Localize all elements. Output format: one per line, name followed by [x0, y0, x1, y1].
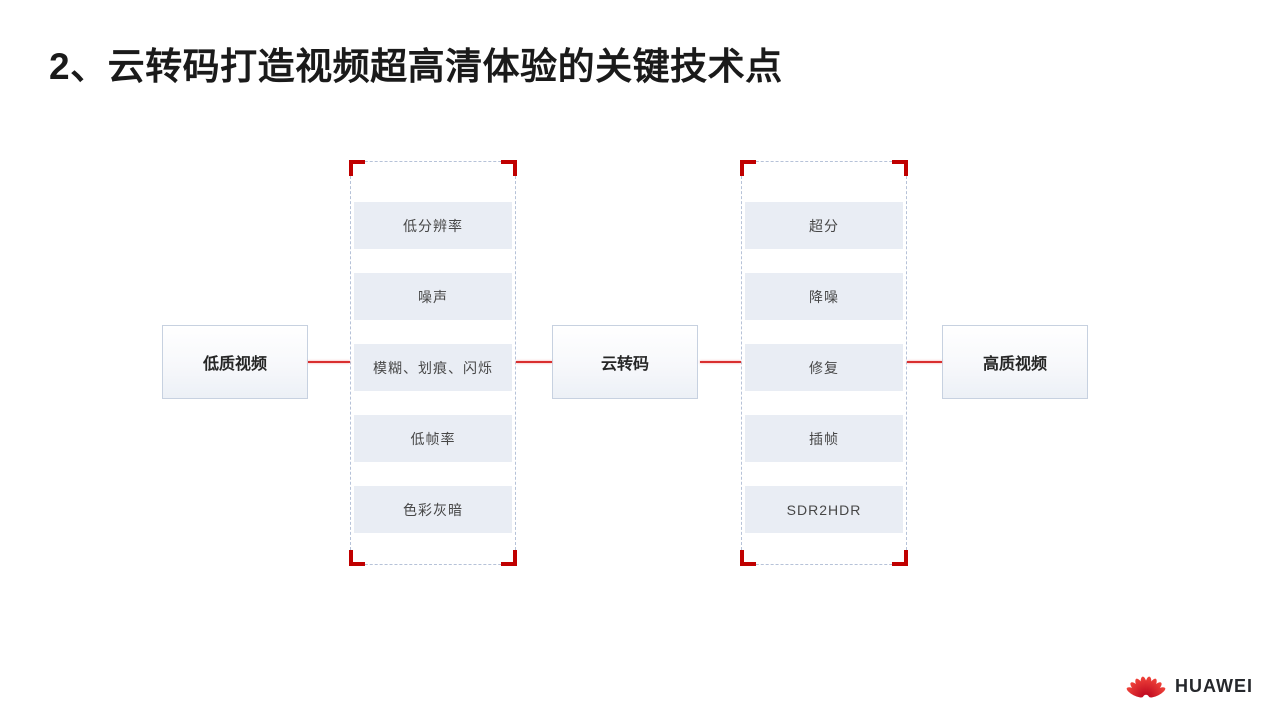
- corner-bracket-bottom-left-icon: [349, 550, 365, 566]
- capability-item: 修复: [745, 344, 903, 391]
- transcode-process-label: 云转码: [600, 356, 649, 373]
- capability-item: 插帧: [745, 415, 903, 462]
- problems-panel: 低分辨率 噪声 模糊、划痕、闪烁 低帧率 色彩灰暗: [349, 160, 517, 566]
- huawei-logo: HUAWEI: [1126, 671, 1253, 701]
- problem-item: 低分辨率: [354, 202, 512, 249]
- capabilities-panel: 超分 降噪 修复 插帧 SDR2HDR: [740, 160, 908, 566]
- connector-line: [308, 361, 350, 363]
- connector-line: [516, 361, 552, 363]
- slide-title: 2、云转码打造视频超高清体验的关键技术点: [49, 46, 783, 87]
- corner-bracket-top-right-icon: [501, 160, 517, 176]
- corner-bracket-top-right-icon: [892, 160, 908, 176]
- connector-line: [700, 361, 741, 363]
- huawei-flower-icon: [1126, 676, 1166, 698]
- problem-item: 色彩灰暗: [354, 486, 512, 533]
- corner-bracket-top-left-icon: [349, 160, 365, 176]
- corner-bracket-bottom-right-icon: [501, 550, 517, 566]
- capability-item: 超分: [745, 202, 903, 249]
- huawei-wordmark: HUAWEI: [1175, 675, 1253, 696]
- capability-item: SDR2HDR: [745, 486, 903, 533]
- output-video-box: 高质视频: [942, 325, 1088, 399]
- input-video-box: 低质视频: [162, 325, 308, 399]
- connector-line: [907, 361, 942, 363]
- capability-item: 降噪: [745, 273, 903, 320]
- problem-item: 噪声: [354, 273, 512, 320]
- problem-item: 低帧率: [354, 415, 512, 462]
- transcode-process-box: 云转码: [552, 325, 698, 399]
- corner-bracket-top-left-icon: [740, 160, 756, 176]
- corner-bracket-bottom-right-icon: [892, 550, 908, 566]
- corner-bracket-bottom-left-icon: [740, 550, 756, 566]
- input-video-label: 低质视频: [202, 356, 267, 373]
- output-video-label: 高质视频: [982, 356, 1047, 373]
- problem-item: 模糊、划痕、闪烁: [354, 344, 512, 391]
